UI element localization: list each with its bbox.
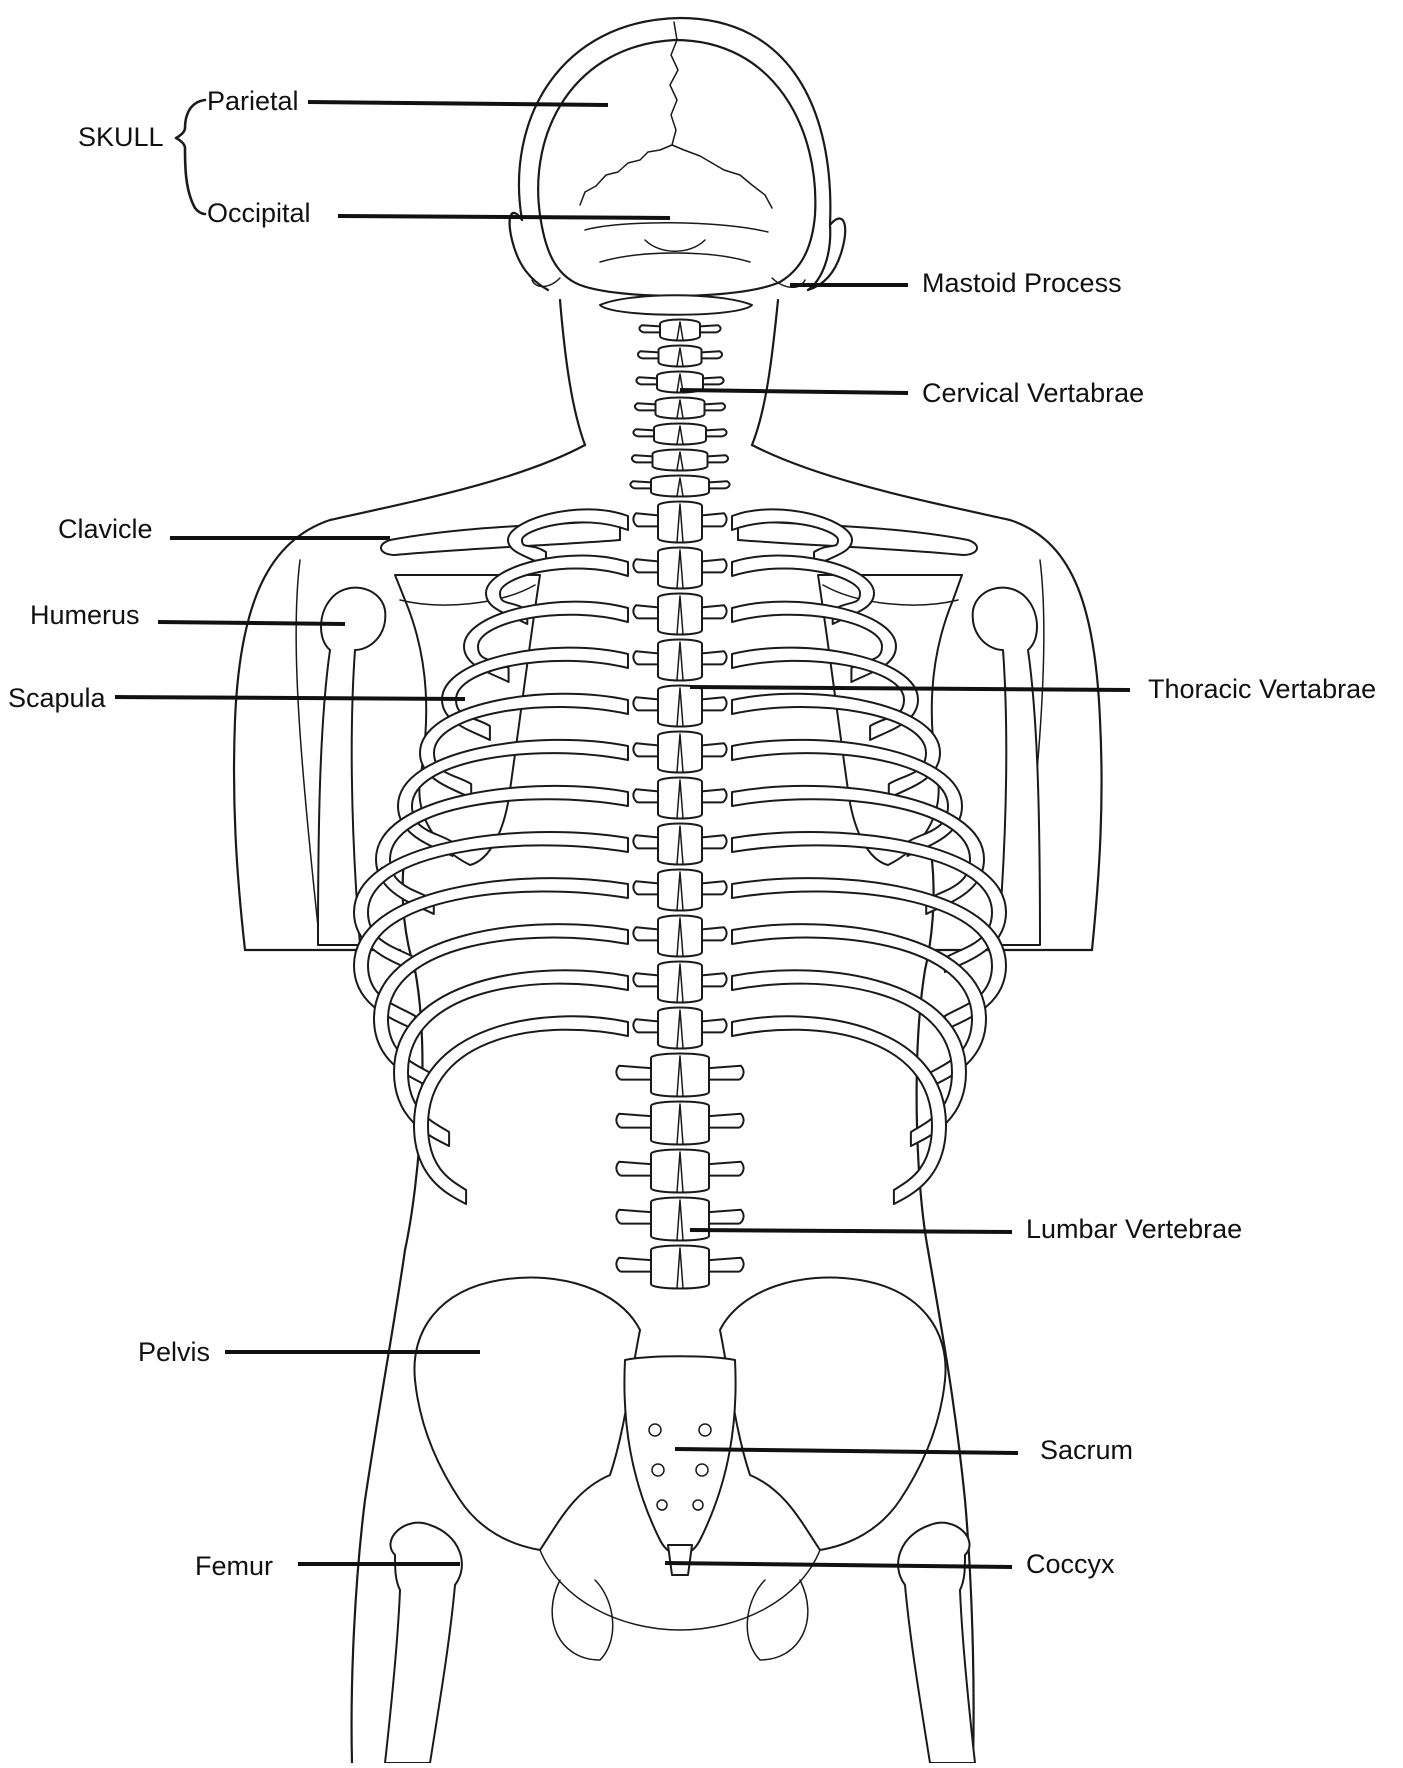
label-femur: Femur <box>195 1553 273 1580</box>
cervical-vertebra <box>639 320 720 341</box>
thoracic-vertebra <box>633 594 726 635</box>
thoracic-vertebra <box>633 686 726 727</box>
label-skull: SKULL <box>78 124 164 151</box>
lumbar-vertebra <box>616 1150 743 1193</box>
left-rib <box>354 832 628 972</box>
lambdoid-suture <box>580 145 772 208</box>
label-thoracic-vertabrae: Thoracic Vertabrae <box>1148 676 1376 703</box>
right-rib <box>732 832 1006 972</box>
left-rib <box>374 924 628 1088</box>
label-pelvis: Pelvis <box>138 1339 210 1366</box>
left-femur <box>385 1523 462 1763</box>
cervical-vertebra <box>632 450 728 471</box>
neck-outline <box>560 300 585 445</box>
right-humerus <box>973 588 1040 945</box>
sacrum <box>624 1356 735 1555</box>
right-femur <box>898 1523 975 1763</box>
atlas <box>600 295 752 315</box>
skull-brace <box>176 100 205 214</box>
leader-lumbar <box>690 1230 1012 1232</box>
right-ilium <box>720 1277 946 1550</box>
leader-scapula <box>115 697 465 699</box>
lumbar-vertebra <box>616 1198 743 1241</box>
label-parietal: Parietal <box>207 88 299 115</box>
lumbar-vertebra <box>616 1054 743 1097</box>
leader-occipital <box>338 216 670 218</box>
label-cervical-vertabrae: Cervical Vertabrae <box>922 380 1144 407</box>
cranium <box>538 40 815 296</box>
thoracic-vertebra <box>633 732 726 773</box>
label-occipital: Occipital <box>207 200 311 227</box>
left-ilium <box>414 1277 640 1550</box>
lumbar-vertebra <box>616 1102 743 1145</box>
leader-cervical <box>680 390 908 393</box>
leader-thoracic <box>690 687 1130 690</box>
label-sacrum: Sacrum <box>1040 1437 1133 1464</box>
spine <box>616 320 743 1289</box>
thoracic-vertebra <box>633 502 726 543</box>
label-coccyx: Coccyx <box>1026 1551 1115 1578</box>
coccyx <box>668 1545 692 1575</box>
thoracic-vertebra <box>633 824 726 865</box>
thoracic-vertebra <box>633 548 726 589</box>
left-clavicle <box>381 520 620 555</box>
label-clavicle: Clavicle <box>58 516 153 543</box>
cervical-vertebra <box>638 346 722 367</box>
thoracic-vertebra <box>633 778 726 819</box>
right-rib <box>732 1016 946 1204</box>
lumbar-vertebra <box>616 1246 743 1289</box>
leader-humerus <box>158 622 345 624</box>
thoracic-vertebra <box>633 640 726 681</box>
cervical-vertebra <box>633 424 726 445</box>
label-lumbar-vertebrae: Lumbar Vertebrae <box>1026 1216 1242 1243</box>
thoracic-vertebra <box>633 1008 726 1049</box>
skull <box>532 22 815 315</box>
thoracic-vertebra <box>633 962 726 1003</box>
label-mastoid-process: Mastoid Process <box>922 270 1122 297</box>
head-outline <box>519 18 830 290</box>
thoracic-vertebra <box>633 870 726 911</box>
right-clavicle <box>738 520 977 555</box>
label-scapula: Scapula <box>8 685 106 712</box>
label-humerus: Humerus <box>30 602 140 629</box>
cervical-vertebra <box>630 476 729 497</box>
cervical-vertebra <box>635 398 725 419</box>
thoracic-vertebra <box>633 916 726 957</box>
left-rib <box>414 1016 628 1204</box>
right-rib <box>732 924 986 1088</box>
